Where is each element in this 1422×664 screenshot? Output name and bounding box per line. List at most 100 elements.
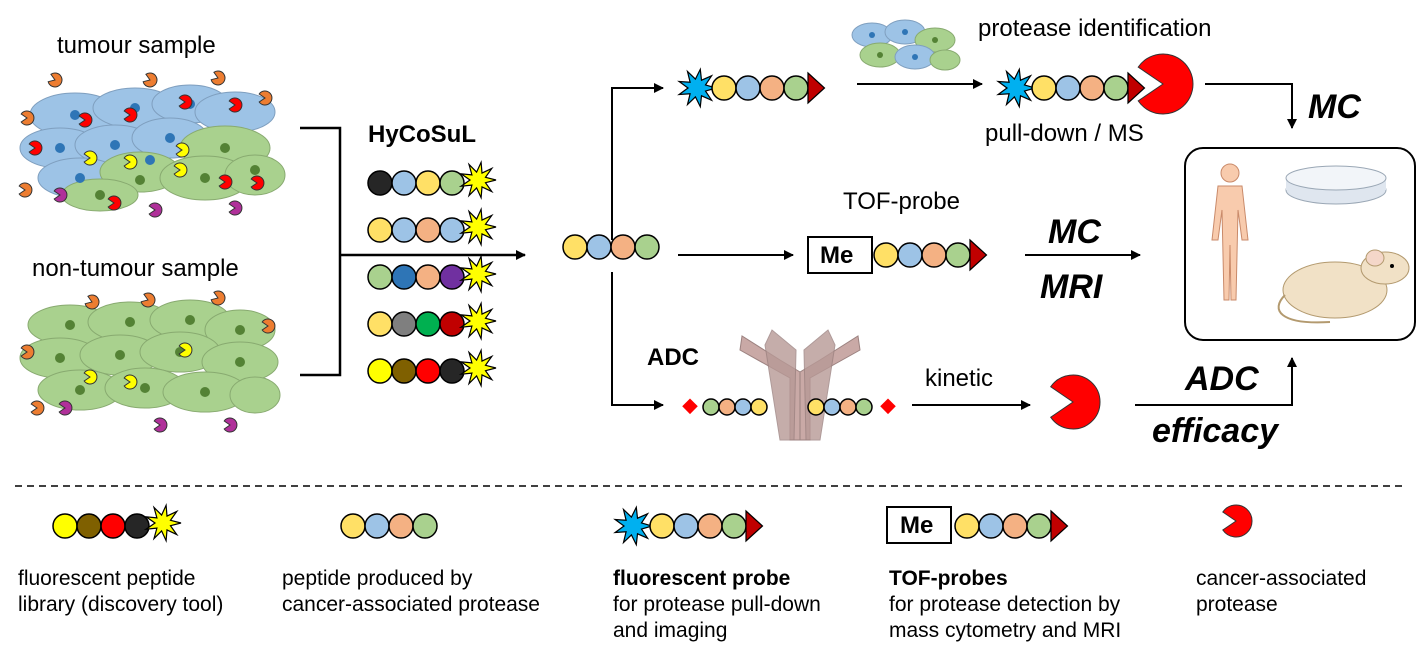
- protease-icon: [210, 290, 226, 306]
- pulldown-ms-label: pull-down / MS: [985, 120, 1144, 147]
- library-title: HyCoSuL: [368, 121, 476, 148]
- probe-bead: [1103, 75, 1129, 101]
- fluorophore-star-icon: [458, 206, 497, 248]
- library-bead: [367, 217, 393, 243]
- protease-icon: [30, 400, 45, 416]
- library-bead: [391, 217, 417, 243]
- protease-icon: [58, 400, 73, 416]
- tof-probe-label: TOF-probe: [843, 188, 960, 215]
- protease-icon: [1050, 374, 1101, 430]
- legend-fluorescent-probe-line-1: for protease pull-down: [613, 593, 821, 616]
- tof-bead: [921, 242, 947, 268]
- legend-tof-probes-title: TOF-probes: [889, 567, 1008, 590]
- legend-warhead-triangle-icon: [745, 509, 764, 543]
- warhead-triangle-icon: [807, 71, 826, 105]
- adc-bead: [702, 398, 720, 416]
- protease-icon: [210, 70, 226, 86]
- probe-bead: [711, 75, 737, 101]
- protease-icon: [218, 174, 233, 190]
- library-bead: [415, 217, 441, 243]
- legend-tof-bead: [978, 513, 1004, 539]
- human-body-icon: [1211, 163, 1249, 301]
- petri-dish-icon: [1285, 165, 1387, 205]
- antibody-drug-conjugate: [739, 329, 861, 441]
- middle-readout-mri: MRI: [1040, 268, 1103, 306]
- legend-warhead-triangle-icon: [1050, 509, 1069, 543]
- probe-bead: [1055, 75, 1081, 101]
- legend-library-bead: [100, 513, 126, 539]
- adc-bead: [823, 398, 841, 416]
- probe-bead: [1031, 75, 1057, 101]
- adc-bead: [718, 398, 736, 416]
- legend-item-protease: cancer-associated protease: [1196, 566, 1366, 618]
- protease-icon: [78, 112, 93, 128]
- legend-tof-bead: [1026, 513, 1052, 539]
- legend-peptide-bead: [388, 513, 414, 539]
- protease-icon: [223, 417, 238, 433]
- legend-tof-probes-line-2: mass cytometry and MRI: [889, 619, 1122, 642]
- legend-tof-bead: [1002, 513, 1028, 539]
- adc-bead: [734, 398, 752, 416]
- library-bead: [415, 358, 441, 384]
- probe-bead: [783, 75, 809, 101]
- legend-protease-line-1: cancer-associated: [1196, 567, 1367, 590]
- cell-cluster-icon: [851, 19, 961, 71]
- legend-library-bead: [124, 513, 150, 539]
- tof-probe: [807, 236, 873, 274]
- protease-icon: [83, 369, 98, 385]
- legend-tof-bead: [954, 513, 980, 539]
- legend-library-line-2: library (discovery tool): [18, 593, 224, 616]
- protease-markers: [18, 70, 276, 433]
- released-protease: [1050, 374, 1101, 430]
- middle-readout-mc: MC: [1048, 213, 1101, 251]
- legend-peptide-line-1: peptide produced by: [282, 567, 473, 590]
- peptide-bead: [586, 234, 612, 260]
- peptide-bead: [634, 234, 660, 260]
- protease-icon: [84, 294, 100, 310]
- legend-me-tag-box: [886, 506, 952, 544]
- protease-icon: [173, 162, 188, 178]
- protease-icon: [153, 417, 168, 433]
- legend-peptide-bead: [364, 513, 390, 539]
- fluorophore-star-icon: [677, 67, 719, 109]
- legend-library-bead: [52, 513, 78, 539]
- library-bead: [367, 264, 393, 290]
- adc-bead: [750, 398, 768, 416]
- tof-probe-peptide: [873, 238, 988, 272]
- library-bead: [439, 311, 465, 337]
- library-bead: [415, 170, 441, 196]
- branch-arrows: [611, 79, 1297, 410]
- peptide-bead: [610, 234, 636, 260]
- adc-bead: [839, 398, 857, 416]
- legend-item-tof-probes: TOF-probes for protease detection by mas…: [889, 566, 1121, 644]
- probe-bound-protease: [996, 53, 1194, 115]
- legend-item-fluorescent-probe: fluorescent probe for protease pull-down…: [613, 566, 821, 644]
- library-bead: [439, 170, 465, 196]
- non-tumour-tissue-icon: [19, 299, 281, 414]
- protease-icon: [148, 202, 163, 218]
- tof-bead: [945, 242, 971, 268]
- legend-probe-bead: [673, 513, 699, 539]
- legend-peptide-line-2: cancer-associated protease: [282, 593, 540, 616]
- library-bead: [367, 170, 393, 196]
- fluorescent-probe: [677, 67, 826, 109]
- protease-icon: [123, 107, 138, 123]
- legend-library-bead: [76, 513, 102, 539]
- probe-bead: [1079, 75, 1105, 101]
- bound-protease-icon: [1137, 53, 1194, 115]
- legend-tof-probes-line-1: for protease detection by: [889, 593, 1121, 616]
- fluorophore-star-icon: [458, 300, 497, 342]
- protease-icon: [28, 140, 43, 156]
- legend-item-library: fluorescent peptide library (discovery t…: [18, 566, 223, 618]
- fluorophore-star-icon: [458, 253, 497, 295]
- library-bead: [391, 358, 417, 384]
- legend-probe-bead: [721, 513, 747, 539]
- legend-peptide-bead: [412, 513, 438, 539]
- protease-icon: [261, 318, 276, 334]
- protease-icon: [18, 182, 33, 198]
- protease-icon: [107, 195, 122, 211]
- legend-fluorophore-star-icon: [143, 502, 182, 544]
- library-bead: [391, 311, 417, 337]
- protease-icon: [53, 187, 68, 203]
